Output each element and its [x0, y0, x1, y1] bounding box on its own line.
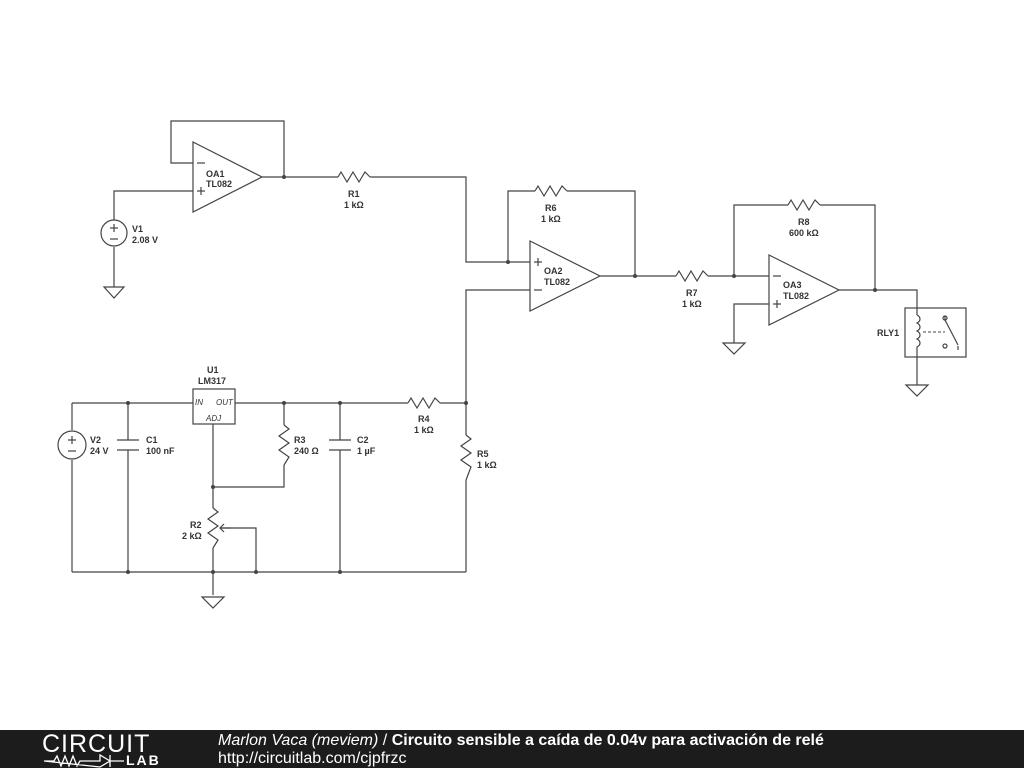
regulator-u1[interactable]: U1 LM317 IN OUT ADJ — [192, 365, 236, 425]
rly1-ref: RLY1 — [877, 328, 899, 338]
oa3-part: TL082 — [783, 291, 809, 301]
voltage-source-v2[interactable]: V2 24 V — [57, 430, 109, 460]
r3-ref: R3 — [294, 435, 306, 445]
ground-icon — [102, 286, 126, 299]
opamp-oa3[interactable]: OA3 TL082 — [768, 254, 841, 326]
resistor-r6[interactable]: R6 1 kΩ — [534, 184, 568, 224]
junctions — [126, 175, 877, 574]
footer-bar: CIRCUIT LAB Marlon Vaca (meviem) / Circu… — [0, 730, 1024, 768]
r8-value: 600 kΩ — [789, 228, 819, 238]
relay-rly1[interactable]: RLY1 — [877, 307, 967, 358]
r5-value: 1 kΩ — [477, 460, 497, 470]
u1-pin-adj: ADJ — [205, 414, 222, 423]
circuit-title: Circuito sensible a caída de 0.04v para … — [391, 732, 824, 749]
oa1-part: TL082 — [206, 179, 232, 189]
wires — [71, 120, 918, 595]
capacitor-c2[interactable]: C2 1 µF — [329, 435, 376, 456]
r2-ref: R2 — [190, 520, 202, 530]
footer-title-line: Marlon Vaca (meviem) / Circuito sensible… — [218, 731, 824, 750]
logo-text-lab: LAB — [126, 752, 161, 768]
title-separator: / — [378, 732, 392, 749]
author-name[interactable]: Marlon Vaca (meviem) — [218, 732, 379, 749]
opamp-oa1[interactable]: OA1 TL082 — [192, 141, 264, 213]
u1-pin-in: IN — [195, 398, 203, 407]
u1-part: LM317 — [198, 376, 226, 386]
r2-value: 2 kΩ — [182, 531, 202, 541]
v1-ref: V1 — [132, 224, 143, 234]
r1-value: 1 kΩ — [344, 200, 364, 210]
c1-value: 100 nF — [146, 446, 175, 456]
r4-ref: R4 — [418, 414, 430, 424]
resistor-r8[interactable]: R8 600 kΩ — [787, 198, 821, 238]
resistor-r3[interactable]: R3 240 Ω — [277, 424, 319, 466]
c2-value: 1 µF — [357, 446, 376, 456]
logo-text-circuit: CIRCUIT — [42, 730, 151, 758]
u1-pin-out: OUT — [216, 398, 234, 407]
oa3-ref: OA3 — [783, 280, 802, 290]
c1-ref: C1 — [146, 435, 158, 445]
circuit-schematic: OA1 TL082 OA2 TL082 OA3 TL082 R1 1 kΩ R6… — [57, 120, 967, 609]
r6-ref: R6 — [545, 203, 557, 213]
oa2-part: TL082 — [544, 277, 570, 287]
resistor-diode-icon — [44, 754, 124, 768]
capacitor-c1[interactable]: C1 100 nF — [117, 435, 175, 456]
resistor-r7[interactable]: R7 1 kΩ — [675, 269, 709, 309]
r7-value: 1 kΩ — [682, 299, 702, 309]
resistor-r5[interactable]: R5 1 kΩ — [459, 434, 497, 481]
v1-value: 2.08 V — [132, 235, 158, 245]
r4-value: 1 kΩ — [414, 425, 434, 435]
resistor-r4[interactable]: R4 1 kΩ — [407, 396, 441, 435]
c2-ref: C2 — [357, 435, 369, 445]
circuitlab-logo[interactable]: CIRCUIT LAB — [42, 730, 182, 768]
r7-ref: R7 — [686, 288, 698, 298]
potentiometer-r2[interactable]: R2 2 kΩ — [182, 507, 231, 549]
ground-icon — [904, 384, 930, 397]
oa1-ref: OA1 — [206, 169, 225, 179]
r6-value: 1 kΩ — [541, 214, 561, 224]
ground-icon — [721, 342, 747, 355]
ground-icon — [200, 596, 226, 609]
r1-ref: R1 — [348, 189, 360, 199]
u1-ref: U1 — [207, 365, 219, 375]
v2-value: 24 V — [90, 446, 109, 456]
resistor-r1[interactable]: R1 1 kΩ — [337, 170, 371, 210]
opamp-oa2[interactable]: OA2 TL082 — [529, 240, 602, 312]
oa2-ref: OA2 — [544, 266, 563, 276]
v2-ref: V2 — [90, 435, 101, 445]
ground-symbols — [102, 286, 930, 609]
r3-value: 240 Ω — [294, 446, 319, 456]
voltage-source-v1[interactable]: V1 2.08 V — [100, 219, 158, 247]
r8-ref: R8 — [798, 217, 810, 227]
r5-ref: R5 — [477, 449, 489, 459]
circuit-url[interactable]: http://circuitlab.com/cjpfrzc — [218, 750, 407, 767]
